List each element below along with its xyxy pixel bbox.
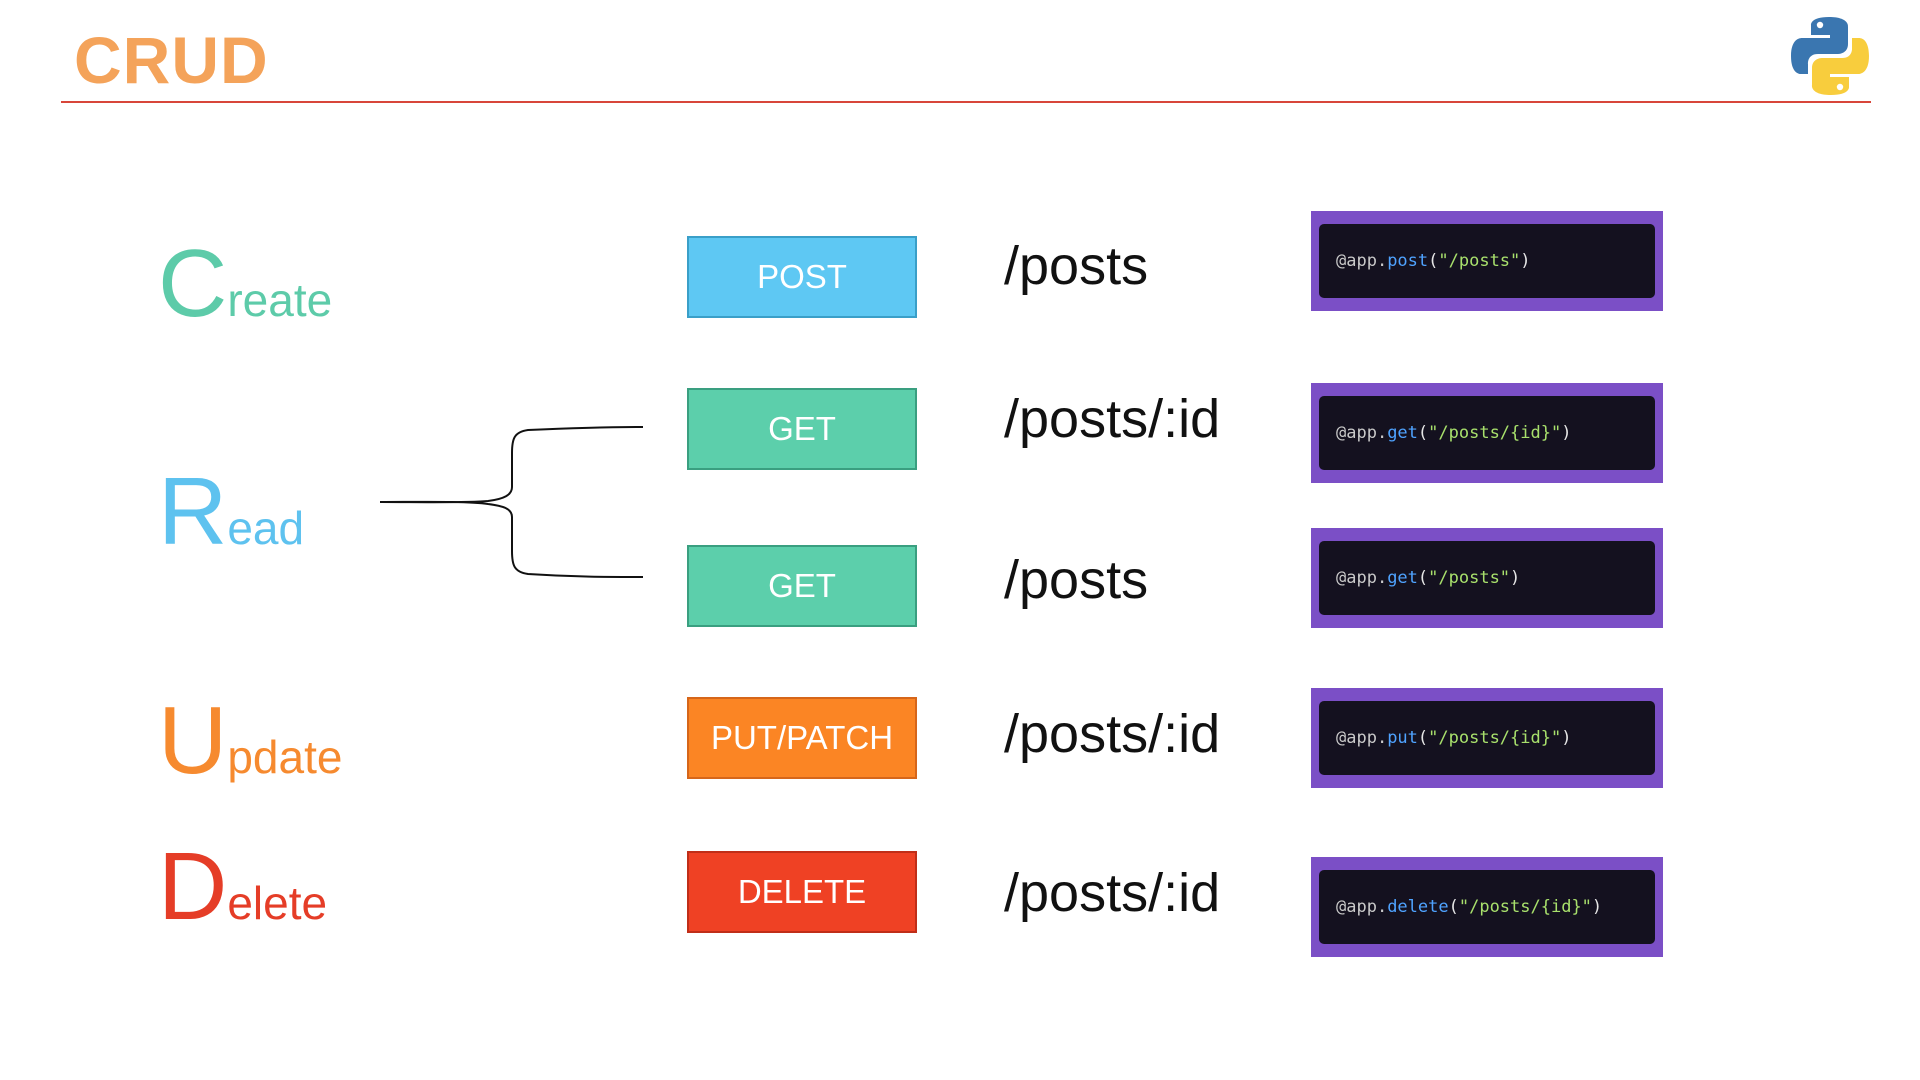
title-divider — [61, 101, 1871, 103]
update-label: Update — [158, 693, 342, 789]
code-function: get — [1387, 423, 1418, 443]
code-function: get — [1387, 568, 1418, 588]
get-by-id-method-box: GET — [687, 388, 917, 470]
code-paren-open: ( — [1417, 728, 1429, 748]
update-initial: U — [158, 687, 228, 794]
code-decorator: @app. — [1336, 897, 1388, 917]
code-paren-close: ) — [1561, 423, 1572, 443]
delete-rest: elete — [227, 877, 328, 929]
code-decorator: @app. — [1336, 568, 1388, 588]
code-paren-open: ( — [1428, 251, 1439, 271]
code-block: @app.delete("/posts/{id}") — [1319, 870, 1655, 944]
code-paren-open: ( — [1417, 568, 1429, 588]
create-initial: C — [158, 230, 228, 337]
delete-path: /posts/:id — [1004, 863, 1221, 923]
code-block: @app.put("/posts/{id}") — [1319, 701, 1655, 775]
code-function: delete — [1387, 897, 1449, 917]
get-by-id-code-snippet: @app.get("/posts/{id}") — [1311, 383, 1663, 483]
put-patch-method-box: PUT/PATCH — [687, 697, 917, 779]
delete-code-snippet: @app.delete("/posts/{id}") — [1311, 857, 1663, 957]
code-decorator: @app. — [1336, 251, 1388, 271]
put-patch-path: /posts/:id — [1004, 704, 1221, 764]
code-paren-open: ( — [1448, 897, 1459, 917]
code-function: put — [1387, 728, 1418, 748]
code-paren-close: ) — [1510, 568, 1521, 588]
code-block: @app.get("/posts/{id}") — [1319, 396, 1655, 470]
code-block: @app.post("/posts") — [1319, 224, 1655, 298]
code-string: "/posts" — [1428, 568, 1511, 588]
code-string: "/posts/{id}" — [1428, 728, 1562, 748]
delete-method-box: DELETE — [687, 851, 917, 933]
code-paren-open: ( — [1417, 423, 1429, 443]
put-code-snippet: @app.put("/posts/{id}") — [1311, 688, 1663, 788]
get-all-path: /posts — [1004, 550, 1149, 610]
code-function: post — [1387, 251, 1429, 271]
post-path: /posts — [1004, 236, 1149, 296]
post-method-box: POST — [687, 236, 917, 318]
read-rest: ead — [227, 502, 305, 554]
read-bracket — [379, 426, 644, 578]
create-label: Create — [158, 236, 332, 332]
update-rest: pdate — [227, 731, 343, 783]
read-label: Read — [158, 464, 304, 560]
code-block: @app.get("/posts") — [1319, 541, 1655, 615]
read-initial: R — [158, 458, 228, 565]
code-string: "/posts/{id}" — [1458, 897, 1592, 917]
get-all-method-box: GET — [687, 545, 917, 627]
delete-initial: D — [158, 833, 228, 940]
code-string: "/posts" — [1438, 251, 1521, 271]
code-string: "/posts/{id}" — [1428, 423, 1562, 443]
delete-label: Delete — [158, 839, 327, 935]
post-code-snippet: @app.post("/posts") — [1311, 211, 1663, 311]
page-title: CRUD — [74, 23, 269, 97]
get-all-code-snippet: @app.get("/posts") — [1311, 528, 1663, 628]
code-paren-close: ) — [1520, 251, 1531, 271]
code-decorator: @app. — [1336, 423, 1388, 443]
code-paren-close: ) — [1591, 897, 1603, 917]
code-decorator: @app. — [1336, 728, 1388, 748]
python-logo-icon — [1791, 17, 1869, 95]
get-by-id-path: /posts/:id — [1004, 389, 1221, 449]
create-rest: reate — [227, 274, 333, 326]
code-paren-close: ) — [1561, 728, 1572, 748]
